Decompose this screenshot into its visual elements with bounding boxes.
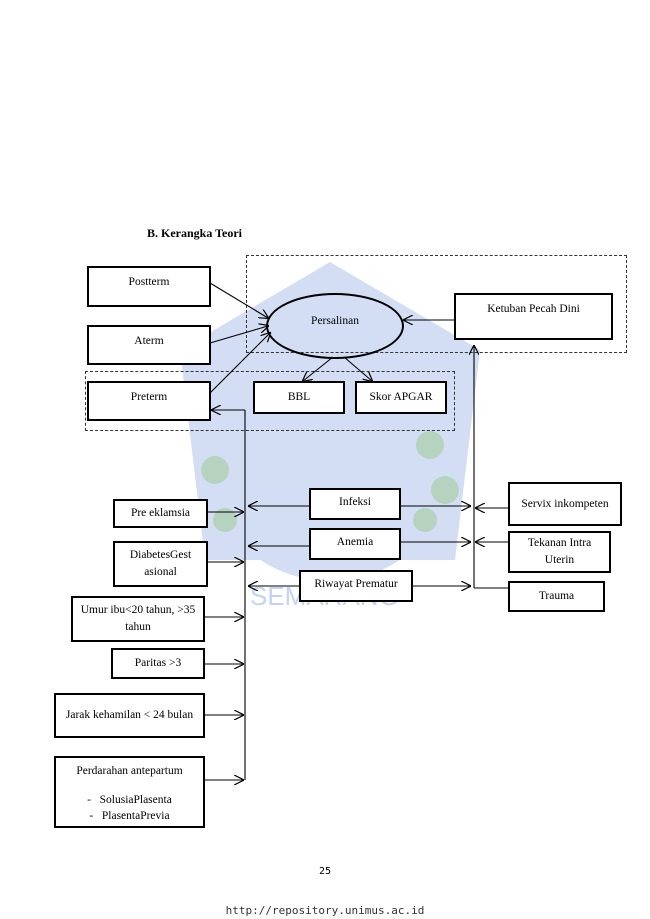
dashed-group-preterm: [85, 371, 455, 431]
node-paritas-label: Paritas >3: [134, 657, 182, 670]
node-pre-eklamsia-label: Pre eklamsia: [130, 507, 191, 520]
node-aterm-label: Aterm: [134, 335, 164, 347]
node-riwayat-label: Riwayat Prematur: [314, 578, 398, 590]
node-umur-label: Umur ibu<20 tahun, >35 tahun: [80, 604, 196, 633]
node-perdarahan-antepartum: Perdarahan antepartum - SolusiaPlasenta …: [54, 756, 205, 828]
node-tekanan-label: Tekanan Intra Uterin: [527, 537, 592, 566]
node-bbl-label: BBL: [287, 391, 311, 403]
node-infeksi-label: Infeksi: [339, 496, 371, 508]
node-infeksi: Infeksi: [309, 488, 401, 520]
node-postterm: Postterm: [87, 266, 211, 307]
node-paritas: Paritas >3: [111, 648, 205, 679]
node-perdarahan-title: Perdarahan antepartum: [76, 765, 183, 777]
node-aterm: Aterm: [87, 325, 211, 365]
node-trauma-label: Trauma: [538, 590, 575, 603]
node-bbl: BBL: [253, 381, 345, 414]
node-riwayat-prematur: Riwayat Prematur: [299, 570, 413, 602]
node-diabetes-gestasional: DiabetesGest asional: [113, 541, 208, 587]
node-postterm-label: Postterm: [128, 276, 170, 288]
footer-url[interactable]: http://repository.unimus.ac.id: [225, 904, 425, 917]
node-servix-label: Servix inkompeten: [521, 497, 609, 510]
node-diabetes-label: DiabetesGest asional: [129, 549, 192, 578]
perdarahan-item: - PlasentaPrevia: [89, 810, 170, 823]
node-trauma: Trauma: [508, 581, 605, 612]
node-umur-ibu: Umur ibu<20 tahun, >35 tahun: [71, 596, 205, 642]
node-servix-inkompeten: Servix inkompeten: [508, 482, 622, 526]
node-anemia: Anemia: [309, 528, 401, 560]
section-heading: B. Kerangka Teori: [147, 226, 243, 240]
dashed-group-persalinan: [246, 255, 627, 353]
node-preterm-label: Preterm: [130, 391, 168, 403]
node-anemia-label: Anemia: [336, 536, 374, 548]
node-ketuban-pecah-dini: Ketuban Pecah Dini: [454, 293, 613, 340]
node-preterm: Preterm: [87, 381, 211, 421]
node-jarak-label: Jarak kehamilan < 24 bulan: [65, 709, 194, 722]
node-skor-apgar-label: Skor APGAR: [369, 391, 433, 403]
node-persalinan: Persalinan: [266, 293, 404, 359]
page-number: 25: [318, 866, 332, 877]
node-tekanan-intra-uterin: Tekanan Intra Uterin: [508, 531, 611, 573]
node-jarak-kehamilan: Jarak kehamilan < 24 bulan: [54, 693, 205, 738]
perdarahan-item: - SolusiaPlasenta: [87, 793, 172, 806]
node-skor-apgar: Skor APGAR: [355, 381, 447, 414]
node-ketuban-label: Ketuban Pecah Dini: [487, 303, 580, 315]
node-persalinan-label: Persalinan: [311, 315, 359, 327]
node-pre-eklamsia: Pre eklamsia: [113, 499, 208, 528]
